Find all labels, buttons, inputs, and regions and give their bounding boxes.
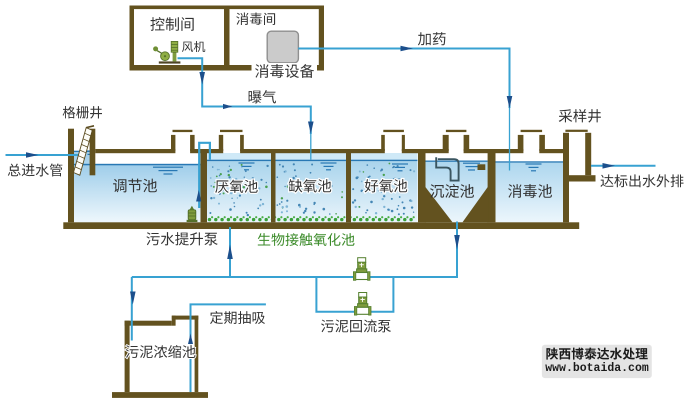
svg-text:www.botaida.com: www.botaida.com [545,362,649,375]
